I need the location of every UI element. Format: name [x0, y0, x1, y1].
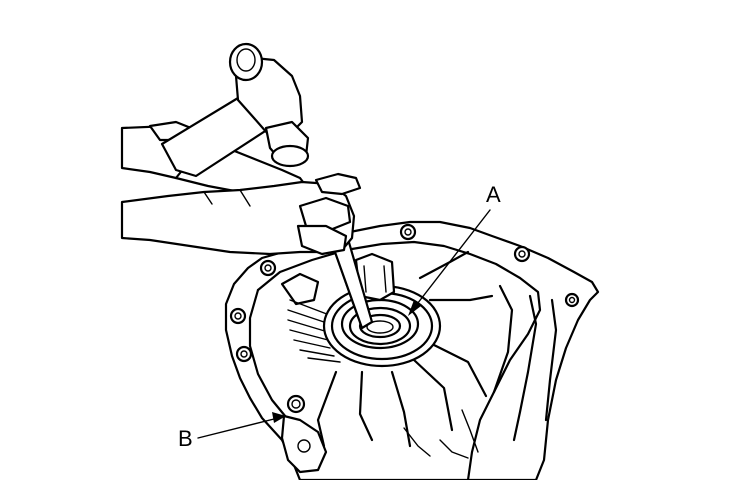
callout-leader-a — [413, 209, 491, 309]
hands-hammer-drift — [120, 42, 374, 330]
housing-fins — [280, 272, 341, 363]
callout-a: A — [408, 182, 501, 316]
callout-label-a: A — [486, 182, 501, 207]
callout-b: B — [178, 412, 286, 451]
callout-label-b: B — [178, 426, 193, 451]
callout-arrowhead-a — [408, 300, 421, 316]
callout-leader-b — [197, 417, 279, 439]
housing-ribs — [316, 250, 558, 459]
callout-arrowhead-b — [272, 412, 286, 423]
